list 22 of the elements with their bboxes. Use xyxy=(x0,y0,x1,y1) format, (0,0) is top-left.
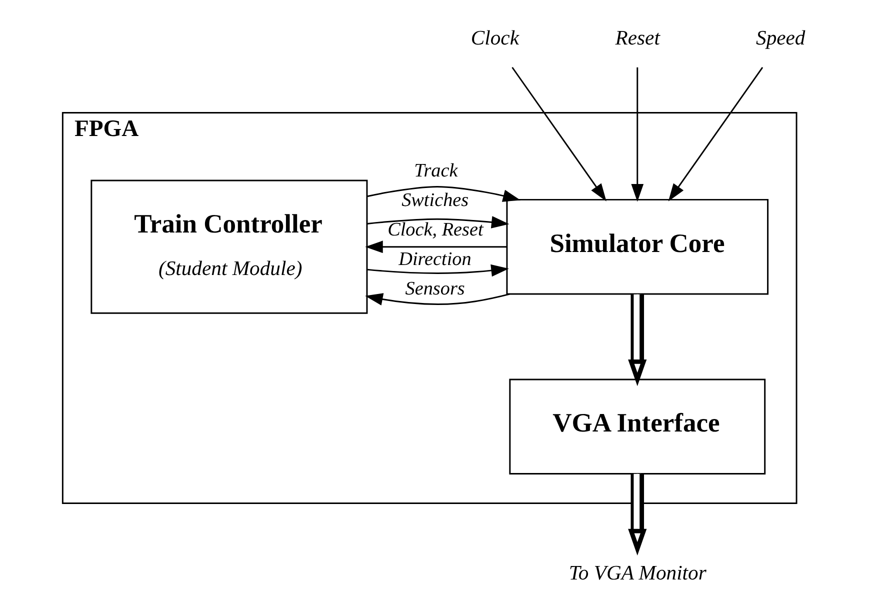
node-text: To VGA Monitor xyxy=(568,562,706,584)
arrow xyxy=(630,67,644,202)
arrow xyxy=(511,66,606,202)
arrow xyxy=(366,264,508,277)
edge-label: Sensors xyxy=(404,278,464,300)
edge-label: Direction xyxy=(398,249,471,270)
arrow xyxy=(628,474,646,556)
node-box: Simulator Core xyxy=(506,198,768,295)
arrow xyxy=(668,66,763,202)
edge-label: Clock, Reset xyxy=(387,220,483,241)
edge-label: Track xyxy=(414,160,458,182)
node-text: Speed xyxy=(756,28,805,50)
arrow xyxy=(628,294,646,386)
node-box: VGA Interface xyxy=(508,378,766,475)
arrow xyxy=(364,240,506,254)
node-box: Train Controller (Student Module) xyxy=(90,180,368,314)
arrow xyxy=(364,293,510,306)
node-text: Reset xyxy=(614,28,660,50)
arrow xyxy=(366,216,509,228)
arrow xyxy=(366,186,520,202)
node-text: Clock xyxy=(470,28,518,50)
edge-label: Swtiches xyxy=(401,190,468,212)
